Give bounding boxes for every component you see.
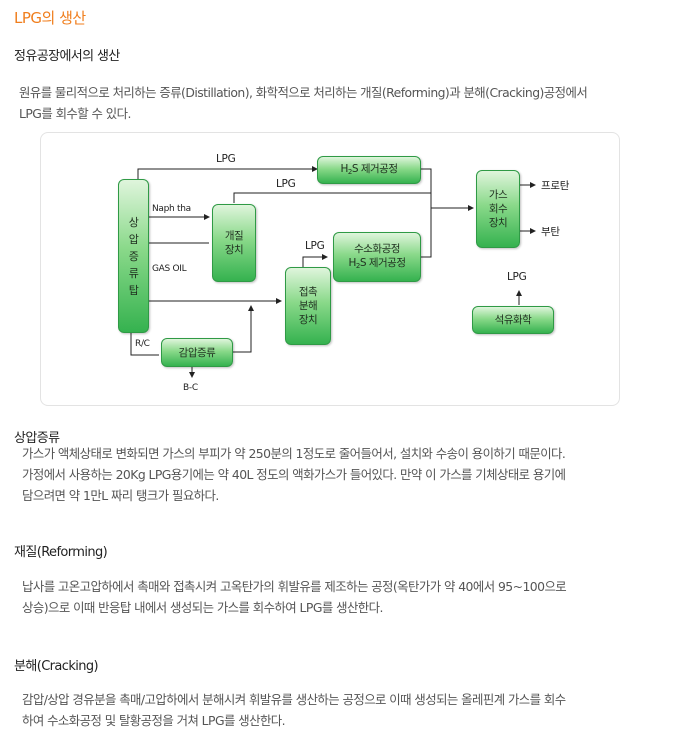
- catalytic-cracker-box: 접촉 분해 장치: [285, 267, 331, 345]
- tower-label: 상 압 증 류 탑: [128, 215, 139, 297]
- gas-recovery-box: 가스 회수 장치: [476, 170, 520, 248]
- section-heading-refinery: 정유공장에서의 생산: [14, 49, 120, 64]
- label-lpg-second: LPG: [276, 178, 296, 190]
- label-rc: R/C: [135, 339, 150, 349]
- label-lpg-hydro: LPG: [305, 240, 325, 252]
- process-diagram: 상 압 증 류 탑 H2S 제거공정 개질 장치 수소화공정 H2S 제거공정 …: [40, 132, 620, 406]
- h2s-removal-box: H2S 제거공정: [317, 156, 421, 184]
- atmospheric-line-3: 담으려면 약 1만L 짜리 탱크가 필요하다.: [22, 488, 219, 503]
- line-cracker-to-hydro: [302, 254, 328, 269]
- line-rc: [130, 332, 159, 356]
- intro-line-2: LPG를 회수할 수 있다.: [19, 106, 131, 121]
- label-lpg-petrochem: LPG: [507, 271, 527, 283]
- intro-line-1: 원유를 물리적으로 처리하는 증류(Distillation), 화학적으로 처…: [19, 85, 588, 100]
- label-butane: 부탄: [541, 226, 560, 238]
- petrochemical-box: 석유화학: [472, 306, 554, 334]
- atmospheric-line-2: 가정에서 사용하는 20Kg LPG용기에는 약 40L 정도의 액화가스가 들…: [22, 467, 566, 482]
- section-heading-cracking: 분해(Cracking): [14, 659, 99, 674]
- section-heading-atmospheric: 상압증류: [14, 431, 60, 446]
- hydrogenation-box: 수소화공정 H2S 제거공정: [333, 232, 421, 282]
- line-vacuum-to-cracker: [231, 305, 254, 353]
- atmospheric-distillation-tower: 상 압 증 류 탑: [118, 179, 149, 333]
- label-lpg-top: LPG: [216, 153, 236, 165]
- intro-paragraph: 원유를 물리적으로 처리하는 증류(Distillation), 화학적으로 처…: [19, 82, 588, 124]
- cracking-paragraph: 감압/상압 경유분을 촉매/고압하에서 분해시켜 휘발유를 생산하는 공정으로 …: [22, 689, 566, 731]
- cracking-line-2: 하여 수소화공정 및 탈황공정을 거쳐 LPG를 생산한다.: [22, 713, 286, 728]
- section-heading-reforming: 재질(Reforming): [14, 545, 108, 560]
- cracking-line-1: 감압/상압 경유분을 촉매/고압하에서 분해시켜 휘발유를 생산하는 공정으로 …: [22, 692, 566, 707]
- line-hydro-to-recovery: [419, 208, 432, 258]
- line-reformer-lpg: [233, 192, 431, 203]
- reforming-line-2: 상승)으로 이때 반응탑 내에서 생성되는 가스를 회수하여 LPG를 생산한다…: [22, 600, 383, 615]
- vacuum-distillation-box: 감압증류: [161, 338, 233, 367]
- label-gas-oil: GAS OIL: [152, 264, 187, 274]
- line-h2s-to-recovery: [419, 168, 432, 208]
- atmospheric-line-1: 가스가 액체상태로 변화되면 가스의 부피가 약 250분의 1정도로 줄어들어…: [22, 446, 566, 461]
- page-title: LPG의 생산: [14, 9, 86, 27]
- label-naphtha: Naph tha: [152, 204, 191, 214]
- label-bc: B-C: [183, 383, 198, 393]
- label-propane: 프로탄: [541, 180, 570, 192]
- line-lpg-to-h2s: [137, 166, 318, 179]
- atmospheric-paragraph: 가스가 액체상태로 변화되면 가스의 부피가 약 250분의 1정도로 줄어들어…: [22, 443, 566, 506]
- reforming-paragraph: 납사를 고온고압하에서 촉매와 접촉시켜 고옥탄가의 휘발유를 제조하는 공정(…: [22, 576, 567, 618]
- reforming-line-1: 납사를 고온고압하에서 촉매와 접촉시켜 고옥탄가의 휘발유를 제조하는 공정(…: [22, 579, 567, 594]
- reformer-box: 개질 장치: [212, 204, 256, 282]
